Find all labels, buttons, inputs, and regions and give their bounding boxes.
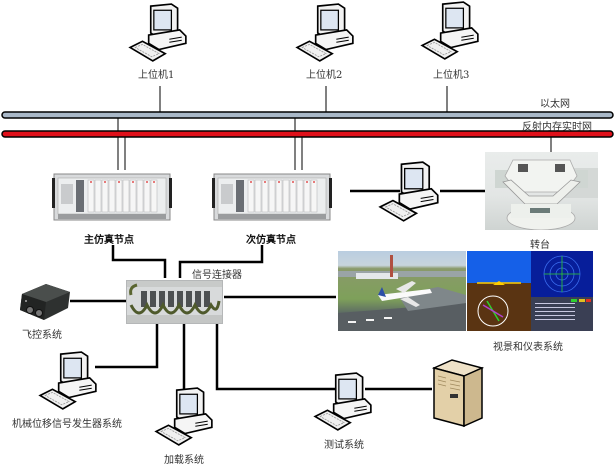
test-computer[interactable] (313, 371, 375, 433)
sub-sim-node[interactable] (212, 168, 332, 224)
link-sub-connector (178, 245, 264, 278)
computer-icon (420, 0, 482, 62)
visual-instrument-label: 视景和仪表系统 (493, 342, 563, 353)
link-connector-mechgen (95, 322, 159, 369)
flight-controller-icon (20, 284, 70, 320)
server-tower[interactable] (431, 358, 485, 428)
loading-label: 加载系统 (164, 455, 204, 466)
turntable-label: 转台 (530, 240, 550, 251)
flight-control-box[interactable] (18, 280, 72, 322)
flight-control-label: 飞控系统 (22, 330, 62, 341)
link-connector-test (215, 322, 340, 391)
chassis-icon (212, 168, 332, 224)
ethernet-label: 以太网 (540, 99, 570, 110)
signal-connector[interactable] (126, 280, 223, 324)
loading-computer[interactable] (154, 386, 216, 448)
airport-scene (338, 255, 466, 331)
server-icon (431, 359, 485, 428)
reflective-memory-bus (1, 130, 614, 138)
chassis-icon (52, 168, 172, 224)
ethernet-bus (1, 111, 614, 119)
test-label: 测试系统 (324, 440, 364, 451)
link-main-connector (111, 245, 167, 278)
connector-icon (127, 281, 222, 323)
computer-icon (295, 2, 357, 64)
computer-icon (378, 160, 442, 224)
computer-icon (154, 386, 216, 448)
reflective-memory-label: 反射内存实时网 (522, 122, 592, 133)
instrument-panel-image (467, 251, 593, 331)
computer-icon (38, 350, 100, 412)
host-computer-3[interactable] (420, 0, 482, 62)
computer-icon (313, 371, 375, 433)
signal-connector-label: 信号连接器 (192, 270, 242, 281)
mech-signal-gen-computer[interactable] (38, 350, 100, 412)
host-computer-3-label: 上位机3 (433, 70, 470, 81)
mech-signal-gen-label: 机械位移信号发生器系统 (12, 419, 122, 430)
turntable-icon (495, 159, 598, 230)
computer-icon (128, 2, 190, 64)
sub-sim-node-label: 次仿真节点 (246, 235, 296, 246)
host-computer-2-label: 上位机2 (306, 70, 343, 81)
main-sim-node[interactable] (52, 168, 172, 224)
host-computer-2[interactable] (295, 2, 357, 64)
turntable-computer[interactable] (378, 160, 442, 224)
host-computer-1-label: 上位机1 (138, 70, 175, 81)
visual-scene-image (338, 251, 466, 331)
turntable-image (485, 152, 598, 230)
main-sim-node-label: 主仿真节点 (84, 235, 134, 246)
instrument-panel (467, 251, 593, 331)
host-computer-1[interactable] (128, 2, 190, 64)
